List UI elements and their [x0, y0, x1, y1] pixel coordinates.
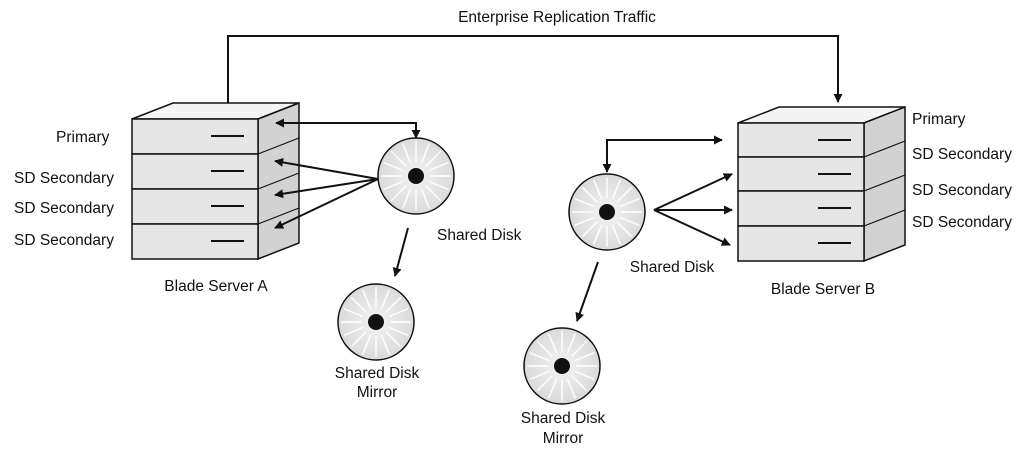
server-a-role-sd-secondary-3: SD Secondary	[14, 232, 114, 249]
shared-disk-mirror-a-icon	[337, 283, 415, 361]
disk-a-to-sd3-arrow	[274, 178, 379, 229]
shared-disk-b-label: Shared Disk	[630, 259, 715, 276]
disk-a-to-sd2-arrow	[274, 178, 379, 199]
blade-server-a: Primary SD Secondary SD Secondary SD Sec…	[14, 101, 300, 295]
shared-disk-mirror-a-label-line1: Shared Disk	[335, 365, 420, 382]
server-b-role-sd-secondary-1: SD Secondary	[912, 146, 1012, 163]
shared-disk-mirror-b-label-line1: Shared Disk	[521, 410, 606, 427]
disk-b-to-sd1-arrow	[653, 173, 733, 211]
server-a-role-primary: Primary	[56, 129, 110, 146]
shared-disk-mirror-b-icon	[523, 327, 601, 405]
server-a-role-sd-secondary-1: SD Secondary	[14, 170, 114, 187]
server-a-connectors	[274, 118, 421, 277]
shared-disk-a-label: Shared Disk	[437, 227, 522, 244]
disk-a-to-mirror-arrow	[392, 227, 409, 277]
primary-b-disk-link	[602, 135, 723, 173]
server-b-name: Blade Server B	[771, 281, 875, 298]
shared-disk-mirror-a-label-line2: Mirror	[357, 384, 397, 401]
disk-b-to-sd3-arrow	[653, 209, 731, 246]
shared-disk-mirror-b: Shared Disk Mirror	[521, 327, 606, 447]
server-a-name: Blade Server A	[164, 278, 268, 295]
shared-disk-b: Shared Disk	[568, 173, 715, 276]
blade-server-a-chassis	[131, 101, 300, 261]
server-b-role-sd-secondary-2: SD Secondary	[912, 182, 1012, 199]
server-b-role-primary: Primary	[912, 111, 966, 128]
replication-traffic-arrow	[227, 35, 843, 108]
server-a-role-sd-secondary-2: SD Secondary	[14, 200, 114, 217]
blade-server-b-chassis	[737, 105, 906, 263]
primary-a-disk-link	[275, 118, 421, 139]
server-b-role-sd-secondary-3: SD Secondary	[912, 214, 1012, 231]
replication-traffic-label: Enterprise Replication Traffic	[458, 9, 656, 26]
replication-traffic: Enterprise Replication Traffic	[227, 9, 843, 108]
disk-a-to-sd1-arrow	[274, 157, 379, 180]
shared-disk-mirror-a: Shared Disk Mirror	[335, 283, 420, 401]
disk-b-to-mirror-arrow	[575, 261, 599, 322]
shared-disk-mirror-b-label-line2: Mirror	[543, 430, 583, 447]
shared-disk-a-icon	[377, 137, 455, 215]
blade-server-b: Primary SD Secondary SD Secondary SD Sec…	[737, 105, 1012, 298]
shared-disk-a: Shared Disk	[377, 137, 522, 244]
server-b-connectors	[575, 135, 733, 322]
shared-disk-b-icon	[568, 173, 646, 251]
